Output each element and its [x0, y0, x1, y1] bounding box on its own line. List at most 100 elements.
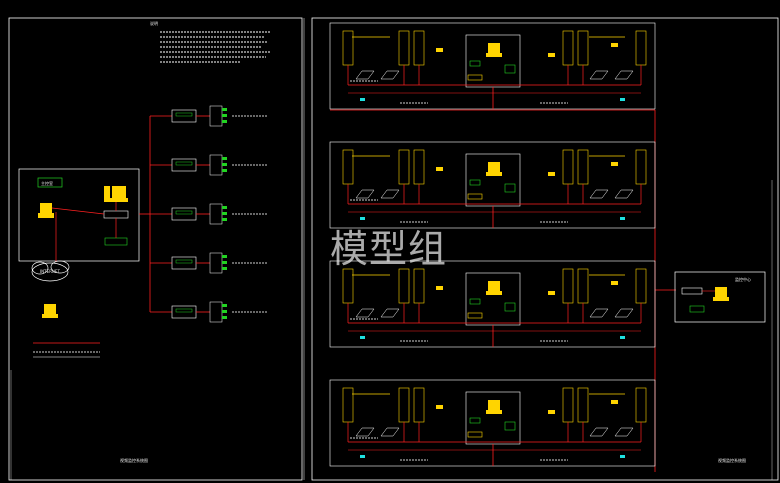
room-frame [329, 260, 656, 348]
floor-panel [589, 427, 609, 437]
floor-panel [614, 189, 634, 199]
cabinet-switch [467, 431, 483, 438]
camera-icon [222, 108, 227, 111]
camera-icon [548, 291, 555, 295]
equipment-rack [562, 268, 574, 304]
cabinet-monitor-icon [488, 281, 500, 291]
floor-panel [614, 70, 634, 80]
switch-device [103, 210, 129, 219]
server-icon [104, 186, 128, 202]
cabinet-switch [467, 74, 483, 81]
cabinet-recorder [469, 417, 481, 424]
equipment-rack [398, 268, 410, 304]
cabinet-keyboard-icon [486, 410, 502, 414]
room-frame [329, 22, 656, 110]
equipment-rack [577, 149, 589, 185]
floor-panel [355, 189, 375, 199]
cabinet-ups [504, 64, 516, 74]
computer-icon [38, 203, 54, 218]
right-sheet-caption: 视频监控系统图 [718, 457, 746, 463]
cabinet-ups [504, 183, 516, 193]
camera-icon [222, 261, 227, 264]
cabinet-keyboard-icon [486, 53, 502, 57]
branch-switch-port [175, 308, 193, 313]
branch-switch-port [175, 259, 193, 264]
room-block [329, 379, 656, 467]
control-center-box [18, 168, 140, 262]
camera-icon [222, 169, 227, 172]
room-frame [329, 379, 656, 467]
cyan-marker [360, 336, 365, 339]
equipment-rack [398, 149, 410, 185]
watermark: 模型组 [330, 227, 448, 271]
floor-panel [355, 427, 375, 437]
equipment-rack [342, 387, 354, 423]
floor-panel [614, 308, 634, 318]
camera-icon [611, 400, 618, 404]
equipment-rack [342, 268, 354, 304]
link-pc-switch [51, 207, 105, 215]
equipment-rack [635, 30, 647, 66]
cyan-marker [620, 217, 625, 220]
branch-switch-port [175, 210, 193, 215]
branch-row [150, 252, 268, 274]
left-sheet-caption: 视频监控系统图 [120, 457, 148, 463]
room-block [329, 141, 656, 229]
cabinet-keyboard-icon [486, 291, 502, 295]
equipment-rack [342, 149, 354, 185]
equipment-rack [635, 387, 647, 423]
equipment-rack [562, 30, 574, 66]
cyan-marker [620, 98, 625, 101]
cyan-marker [360, 98, 365, 101]
cabinet-monitor-icon [488, 400, 500, 410]
cabinet-monitor-icon [488, 162, 500, 172]
floor-panel [380, 427, 400, 437]
cabinet-switch [467, 312, 483, 319]
camera-icon [222, 267, 227, 270]
router-label: 主控室 [41, 180, 53, 186]
camera-icon [222, 316, 227, 319]
floor-panel [355, 70, 375, 80]
branch-row [150, 154, 268, 176]
branch-switch-port [175, 161, 193, 166]
equipment-rack [342, 30, 354, 66]
cabinet-recorder [469, 60, 481, 67]
cyan-marker [620, 455, 625, 458]
equipment-rack [562, 149, 574, 185]
equipment-rack [635, 268, 647, 304]
camera-icon [548, 410, 555, 414]
camera-icon [222, 206, 227, 209]
branch-row [150, 105, 268, 127]
center-ups [689, 305, 705, 313]
equipment-rack [398, 387, 410, 423]
camera-icon [436, 48, 443, 52]
camera-icon [222, 218, 227, 221]
equipment-rack [577, 30, 589, 66]
cabinet-recorder [469, 179, 481, 186]
left-sheet-frame [8, 17, 303, 481]
camera-icon [222, 163, 227, 166]
router-device [37, 177, 63, 188]
camera-icon [548, 172, 555, 176]
floor-panel [589, 70, 609, 80]
right-sheet-frame [311, 17, 779, 481]
equipment-rack [398, 30, 410, 66]
camera-icon [222, 212, 227, 215]
camera-icon [611, 281, 618, 285]
equipment-rack [413, 387, 425, 423]
monitoring-center-label: 监控中心 [735, 276, 751, 282]
cyan-marker [360, 217, 365, 220]
camera-icon [222, 304, 227, 307]
camera-icon [222, 310, 227, 313]
floor-panel [589, 189, 609, 199]
ups-device [104, 237, 128, 246]
internet-cloud-icon [31, 260, 70, 282]
remote-computer-icon [42, 304, 58, 318]
cabinet-recorder [469, 298, 481, 305]
room-frame [329, 141, 656, 229]
branch-switch-port [175, 112, 193, 117]
cabinet-monitor-icon [488, 43, 500, 53]
notes-text-lines [160, 31, 270, 63]
camera-icon [222, 114, 227, 117]
